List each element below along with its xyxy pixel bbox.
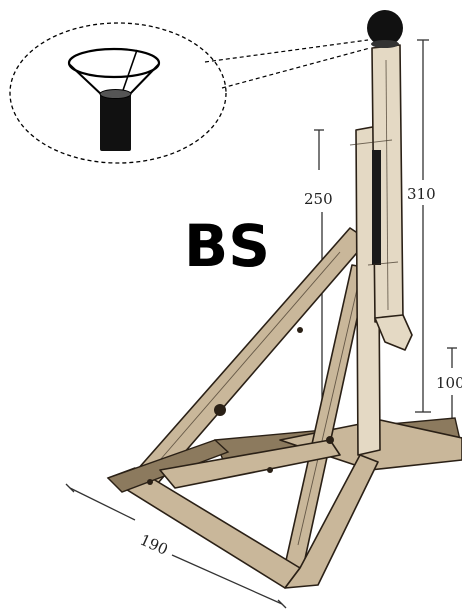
dimension-label-base-length: 190 xyxy=(137,531,170,559)
base-crossbar xyxy=(159,439,341,489)
dimension-total-height: 310 xyxy=(407,39,436,413)
container-icon xyxy=(99,89,132,151)
callout-line-lower xyxy=(221,47,371,89)
inset-bubble xyxy=(9,22,227,164)
funnel-head xyxy=(367,10,403,46)
inset-callout xyxy=(9,22,371,164)
diagram-label: BS xyxy=(184,212,270,280)
wooden-stand xyxy=(106,10,462,589)
base-beam-side xyxy=(284,454,379,589)
callout-line-upper xyxy=(204,39,369,63)
dimension-label-spout-height: 100 xyxy=(436,374,462,392)
dimension-column-height: 250 xyxy=(304,129,333,420)
spout xyxy=(374,314,413,351)
base-beam-left xyxy=(106,439,230,493)
tube xyxy=(372,150,381,265)
dimension-label-total-height: 310 xyxy=(407,185,436,203)
dimension-label-column-height: 250 xyxy=(304,190,333,208)
funnel-icon xyxy=(67,47,161,97)
dimension-spout-height: 100 xyxy=(436,347,462,418)
